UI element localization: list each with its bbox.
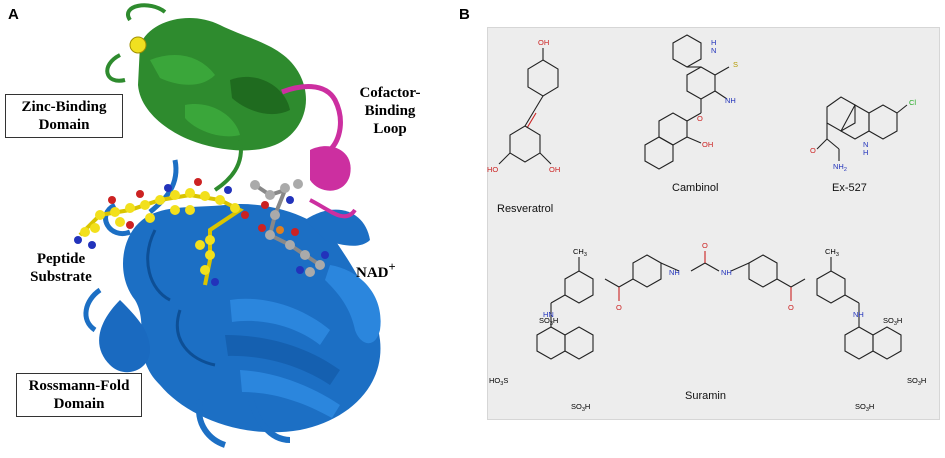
zinc-label-line-2: Domain [38, 117, 90, 133]
chemical-structures: OH HO OH H N S NH O OH Cl N H O NH2 CH3 … [487, 34, 926, 413]
cambinol-structure [644, 34, 730, 170]
suramin-ho3s-left: HO3S [489, 376, 508, 387]
nad-label: NAD+ [356, 258, 416, 282]
suramin-left-hn: HN [543, 310, 554, 319]
ex527-h: H [863, 148, 868, 157]
zinc-binding-domain-label: Zinc-Binding Domain [5, 94, 123, 138]
cambinol-nh-right: NH [725, 96, 736, 105]
suramin-right-o: O [788, 303, 794, 312]
resveratrol-top-oh: OH [538, 38, 549, 47]
suramin-so3h-right-top: SO3H [883, 316, 902, 327]
nad-label-text: NAD [356, 265, 389, 281]
cofactor-binding-loop-label: Cofactor- Binding Loop [345, 84, 435, 138]
protein-structure [74, 3, 381, 448]
ex527-cl: Cl [909, 98, 916, 107]
suramin-urea-o: O [702, 241, 708, 250]
nad-balls [250, 179, 329, 277]
zinc-label-line-1: Zinc-Binding [21, 99, 107, 115]
zinc-atom [129, 36, 147, 54]
cambinol-nh-top: H [711, 38, 716, 47]
nad-label-charge: + [388, 260, 396, 274]
peptide-substrate-balls [74, 178, 249, 286]
cofactor-label-line-3: Loop [373, 121, 407, 137]
cambinol-n-top: N [711, 46, 716, 55]
suramin-nh-1: NH [669, 268, 680, 277]
cambinol-o: O [697, 114, 703, 123]
peptide-label-line-1: Peptide [36, 251, 86, 267]
cofactor-label-line-1: Cofactor- [359, 85, 421, 101]
peptide-substrate-label: Peptide Substrate [16, 250, 106, 286]
ex527-nh2: NH2 [833, 162, 847, 173]
cofactor-loop-ribbon [281, 84, 357, 219]
ex527-name: Ex-527 [832, 182, 867, 194]
suramin-nh-2: NH [721, 268, 732, 277]
suramin-so3h-left-bottom: SO3H [571, 402, 590, 413]
suramin-structure [536, 251, 902, 360]
suramin-so3h-right: SO3H [907, 376, 926, 387]
suramin-name: Suramin [685, 390, 726, 402]
cofactor-label-line-2: Binding [364, 103, 416, 119]
suramin-left-ch3: CH3 [573, 247, 587, 258]
rossmann-label-line-2: Domain [53, 396, 105, 412]
panel-b-letter: B [459, 6, 470, 23]
resveratrol-left-ho: HO [487, 165, 498, 174]
peptide-label-line-2: Substrate [30, 269, 92, 285]
suramin-so3h-left-top: SO3H [539, 316, 558, 327]
rossmann-fold-domain-label: Rossmann-Fold Domain [16, 373, 142, 417]
resveratrol-name: Resveratrol [497, 203, 554, 215]
suramin-so3h-right-bottom: SO3H [855, 402, 874, 413]
zinc-binding-domain-ribbons [105, 3, 306, 192]
panel-a-letter: A [8, 6, 19, 23]
cambinol-s: S [733, 60, 738, 69]
resveratrol-right-oh: OH [549, 165, 560, 174]
suramin-right-ch3: CH3 [825, 247, 839, 258]
cambinol-oh: OH [702, 140, 713, 149]
ex527-o: O [810, 146, 816, 155]
ex527-structure [816, 96, 908, 161]
suramin-left-o: O [616, 303, 622, 312]
ex527-n: N [863, 140, 868, 149]
structures-panel [487, 27, 940, 420]
rossmann-label-line-1: Rossmann-Fold [28, 378, 130, 394]
resveratrol-structure [498, 48, 559, 165]
cambinol-name: Cambinol [672, 182, 719, 194]
suramin-right-nh: NH [853, 310, 864, 319]
